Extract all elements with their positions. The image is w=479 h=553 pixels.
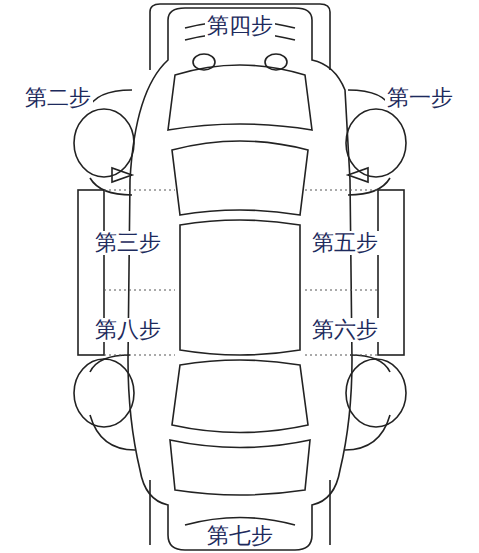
wheel [346,359,406,427]
car-body [128,8,352,550]
step-label: 第五步 [310,231,380,255]
step-label: 第四步 [205,14,275,38]
step-label: 第六步 [310,318,380,342]
wheel [346,109,406,177]
step-label: 第七步 [205,524,275,548]
wheel [74,359,134,427]
step-label: 第一步 [385,86,455,110]
wheel [74,109,134,177]
hood-line [168,65,312,130]
trunk-line [170,440,310,495]
rear-window [172,360,308,433]
step-label: 第八步 [93,318,163,342]
mirror [112,168,368,182]
step-label: 第二步 [23,86,93,110]
front-bumper [150,4,330,70]
door-panel [378,190,404,355]
step-label: 第三步 [93,231,163,255]
roof [180,220,300,355]
fender [90,355,135,450]
windshield [172,141,308,215]
fender [88,90,132,195]
fender [345,355,390,450]
